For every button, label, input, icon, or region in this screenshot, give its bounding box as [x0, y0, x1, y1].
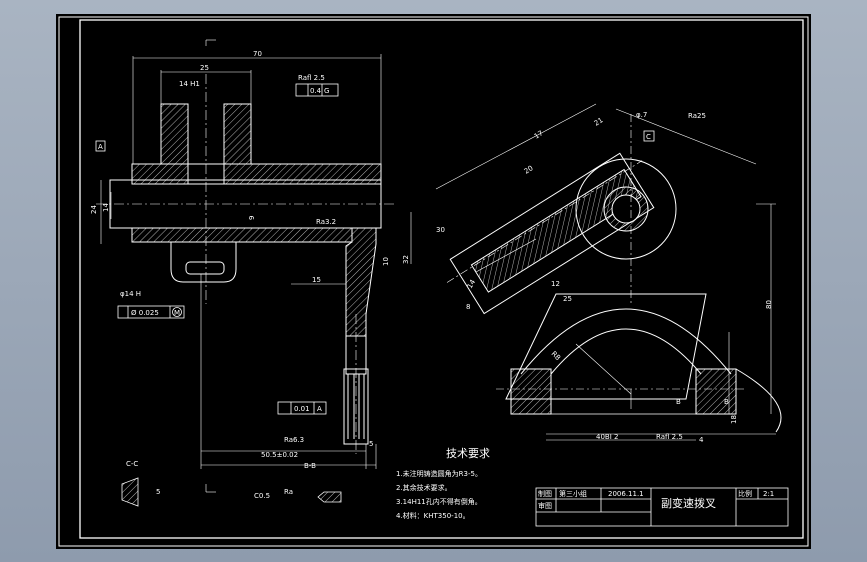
left-dimension-lines [100, 39, 412, 493]
flat-ref: C [646, 133, 651, 141]
flatness-datum-box [643, 130, 655, 142]
dim-10: 10 [382, 257, 390, 266]
tb-scale-value: 2:1 [763, 490, 774, 498]
ra-25: Ra25 [688, 112, 706, 120]
ra-63: Ra6.3 [284, 436, 304, 444]
tech-req-line: 2.其余技术要求。 [396, 483, 452, 492]
dim-25: 25 [200, 64, 209, 72]
b-label-left: B [676, 398, 681, 406]
dim-32: 32 [402, 255, 410, 264]
tb-date: 2006.11.1 [608, 490, 644, 498]
right-fork-view [446, 152, 782, 435]
dim-14r: 14 [466, 278, 478, 290]
tol-bottom-ref: A [317, 405, 322, 413]
dim-17: 17 [533, 129, 545, 141]
dim-15: 15 [312, 276, 321, 284]
tol-top: 0.4 [310, 87, 322, 95]
flatness: φ.7 [636, 111, 647, 119]
chamfer-label: C0.5 [254, 492, 270, 500]
pos-mod: M [174, 309, 180, 317]
tb-drawn-value: 第三小组 [559, 489, 587, 498]
hole-14h1: 14 H1 [179, 80, 200, 88]
cad-drawing-viewport[interactable]: 70 25 14 H1 Rafl 2.5 0.4 G A 24 14 Ra3.2… [56, 14, 811, 549]
inner-border [79, 19, 804, 539]
dim-25r: 25 [563, 295, 572, 303]
tb-scale-label: 比例 [738, 489, 752, 498]
section-label-bb: B-B [304, 462, 316, 470]
dim-18: 18 [730, 415, 738, 424]
tb-check-label: 审图 [538, 501, 552, 510]
dim-24: 24 [90, 205, 98, 214]
dim-12: 12 [551, 280, 560, 288]
dim-14: 14 [102, 203, 110, 212]
tb-drawn-label: 制图 [538, 489, 552, 498]
chamfer-detail [317, 491, 342, 503]
section-cc [121, 477, 139, 507]
dim-50: 50.5±0.02 [261, 451, 298, 459]
tech-req-line: 1.未注明铸造圆角为R3-5。 [396, 469, 482, 478]
dim-21: 21 [593, 116, 605, 128]
dim-4: 4 [699, 436, 704, 444]
cad-drawing: 70 25 14 H1 Rafl 2.5 0.4 G A 24 14 Ra3.2… [58, 16, 809, 547]
outer-border [58, 16, 809, 547]
chamfer-ra: Ra [284, 488, 293, 496]
tol-bottom: 0.01 [294, 405, 310, 413]
hole-note: φ14 H [120, 290, 141, 298]
datum-a-label: A [98, 143, 103, 151]
ra-32: Ra3.2 [316, 218, 336, 226]
tb-part-name: 副变速拨叉 [661, 496, 716, 510]
tolerance-frames [95, 83, 339, 415]
dim-70: 70 [253, 50, 262, 58]
dim-40b: 40BI 2 [596, 433, 618, 441]
dim-8: 8 [466, 303, 470, 311]
title-block [535, 487, 789, 527]
r8: R8 [550, 350, 562, 362]
rafl-top: Rafl 2.5 [298, 74, 325, 82]
tech-req-line: 3.14H11孔内不得有倒角。 [396, 497, 482, 506]
section-cc-label: C-C [126, 460, 138, 468]
dim-20: 20 [523, 164, 535, 176]
ra-25b: Rafl 2.5 [656, 433, 683, 441]
tol-top-ref: G [324, 87, 329, 95]
dim-80: 80 [765, 300, 773, 309]
dim-5: 5 [369, 440, 373, 448]
pos-tol: Ø 0.025 [131, 309, 159, 317]
tech-req-title: 技术要求 [446, 447, 490, 460]
dim-9: 9 [248, 216, 256, 220]
section-cc-dim: 5 [156, 488, 160, 496]
tech-req-line: 4.材料：KHT350-10。 [396, 511, 470, 520]
b-label-right: B [724, 398, 729, 406]
left-section-view [109, 103, 382, 445]
right-dimension-lines [435, 103, 776, 441]
dim-30: 30 [436, 226, 445, 234]
left-center-lines [96, 74, 396, 454]
